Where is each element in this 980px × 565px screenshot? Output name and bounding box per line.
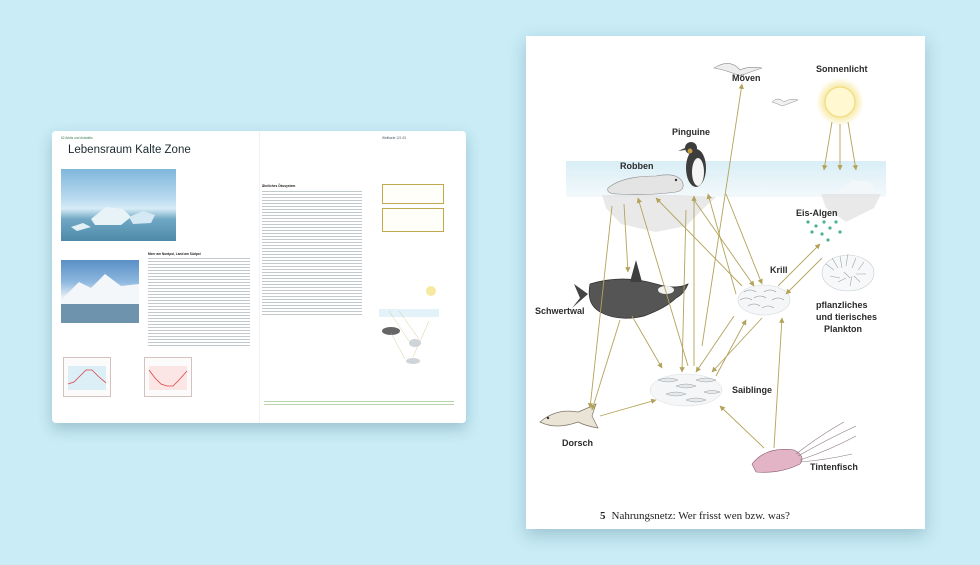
footer-text xyxy=(264,401,454,406)
label-saiblinge: Saiblinge xyxy=(732,385,773,395)
page-gutter xyxy=(259,131,260,423)
sun-icon xyxy=(824,86,856,118)
right-page-header: Weltkarte 121 63 xyxy=(382,136,407,140)
figure-caption: 5 Nahrungsnetz: Wer frisst wen bzw. was? xyxy=(600,510,790,522)
left-page-header: 62 Arktis und Antarktis xyxy=(61,136,93,140)
caption-text: Nahrungsnetz: Wer frisst wen bzw. was? xyxy=(611,510,790,522)
label-schwertwal: Schwertwal xyxy=(535,306,585,316)
body-text-left xyxy=(148,258,250,348)
antarctic-mountain-photo xyxy=(61,260,139,323)
ice-floe-photo xyxy=(61,169,176,241)
char-fish-school xyxy=(649,373,723,407)
orca-icon xyxy=(572,260,689,319)
climate-chart-antarctic xyxy=(144,357,192,397)
caption-number: 5 xyxy=(600,510,606,522)
label-sonnenlicht: Sonnenlicht xyxy=(816,64,868,74)
ice-floe-underside xyxy=(602,195,716,232)
cod-icon xyxy=(539,403,599,429)
krill-swarm xyxy=(737,284,791,316)
label-plankton-3: Plankton xyxy=(824,324,863,334)
gull-icon xyxy=(713,63,763,77)
seal-icon xyxy=(607,174,684,195)
squid-icon xyxy=(751,421,857,473)
sunlight-arrows xyxy=(822,121,858,171)
climate-chart-arctic xyxy=(63,357,111,397)
food-web-illustration xyxy=(539,63,886,473)
note-box-1 xyxy=(382,184,444,204)
plankton-cluster xyxy=(821,253,875,292)
iceberg-underside xyxy=(821,194,881,222)
food-web-thumbnail xyxy=(369,281,449,381)
label-moewen: Möven xyxy=(732,73,761,83)
label-dorsch: Dorsch xyxy=(562,438,594,448)
label-krill: Krill xyxy=(770,265,788,275)
label-plankton-2: und tierisches xyxy=(816,312,878,322)
section-head-1: Meer am Nordpol, Land am Südpol xyxy=(148,252,201,256)
note-box-2 xyxy=(382,208,444,232)
label-robben: Robben xyxy=(620,161,654,171)
food-web-arrows xyxy=(587,83,823,449)
penguin-icon xyxy=(678,142,706,187)
spread-title: Lebensraum Kalte Zone xyxy=(68,144,191,156)
food-web-page: Möven Sonnenlicht Pinguine Robben Eis-Al… xyxy=(526,36,925,529)
label-eis-algen: Eis-Algen xyxy=(796,208,838,218)
gull-small-icon xyxy=(771,98,799,107)
textbook-spread-thumbnail: 62 Arktis und Antarktis Weltkarte 121 63… xyxy=(52,131,466,423)
label-tintenfisch: Tintenfisch xyxy=(810,462,858,472)
body-text-right xyxy=(262,191,362,315)
iceberg-top xyxy=(836,180,878,194)
section-head-2: Ähnliches Ökosystem xyxy=(262,184,296,188)
label-pinguine: Pinguine xyxy=(672,127,710,137)
ice-algae-dots xyxy=(806,220,842,242)
label-plankton-1: pflanzliches xyxy=(816,300,868,310)
